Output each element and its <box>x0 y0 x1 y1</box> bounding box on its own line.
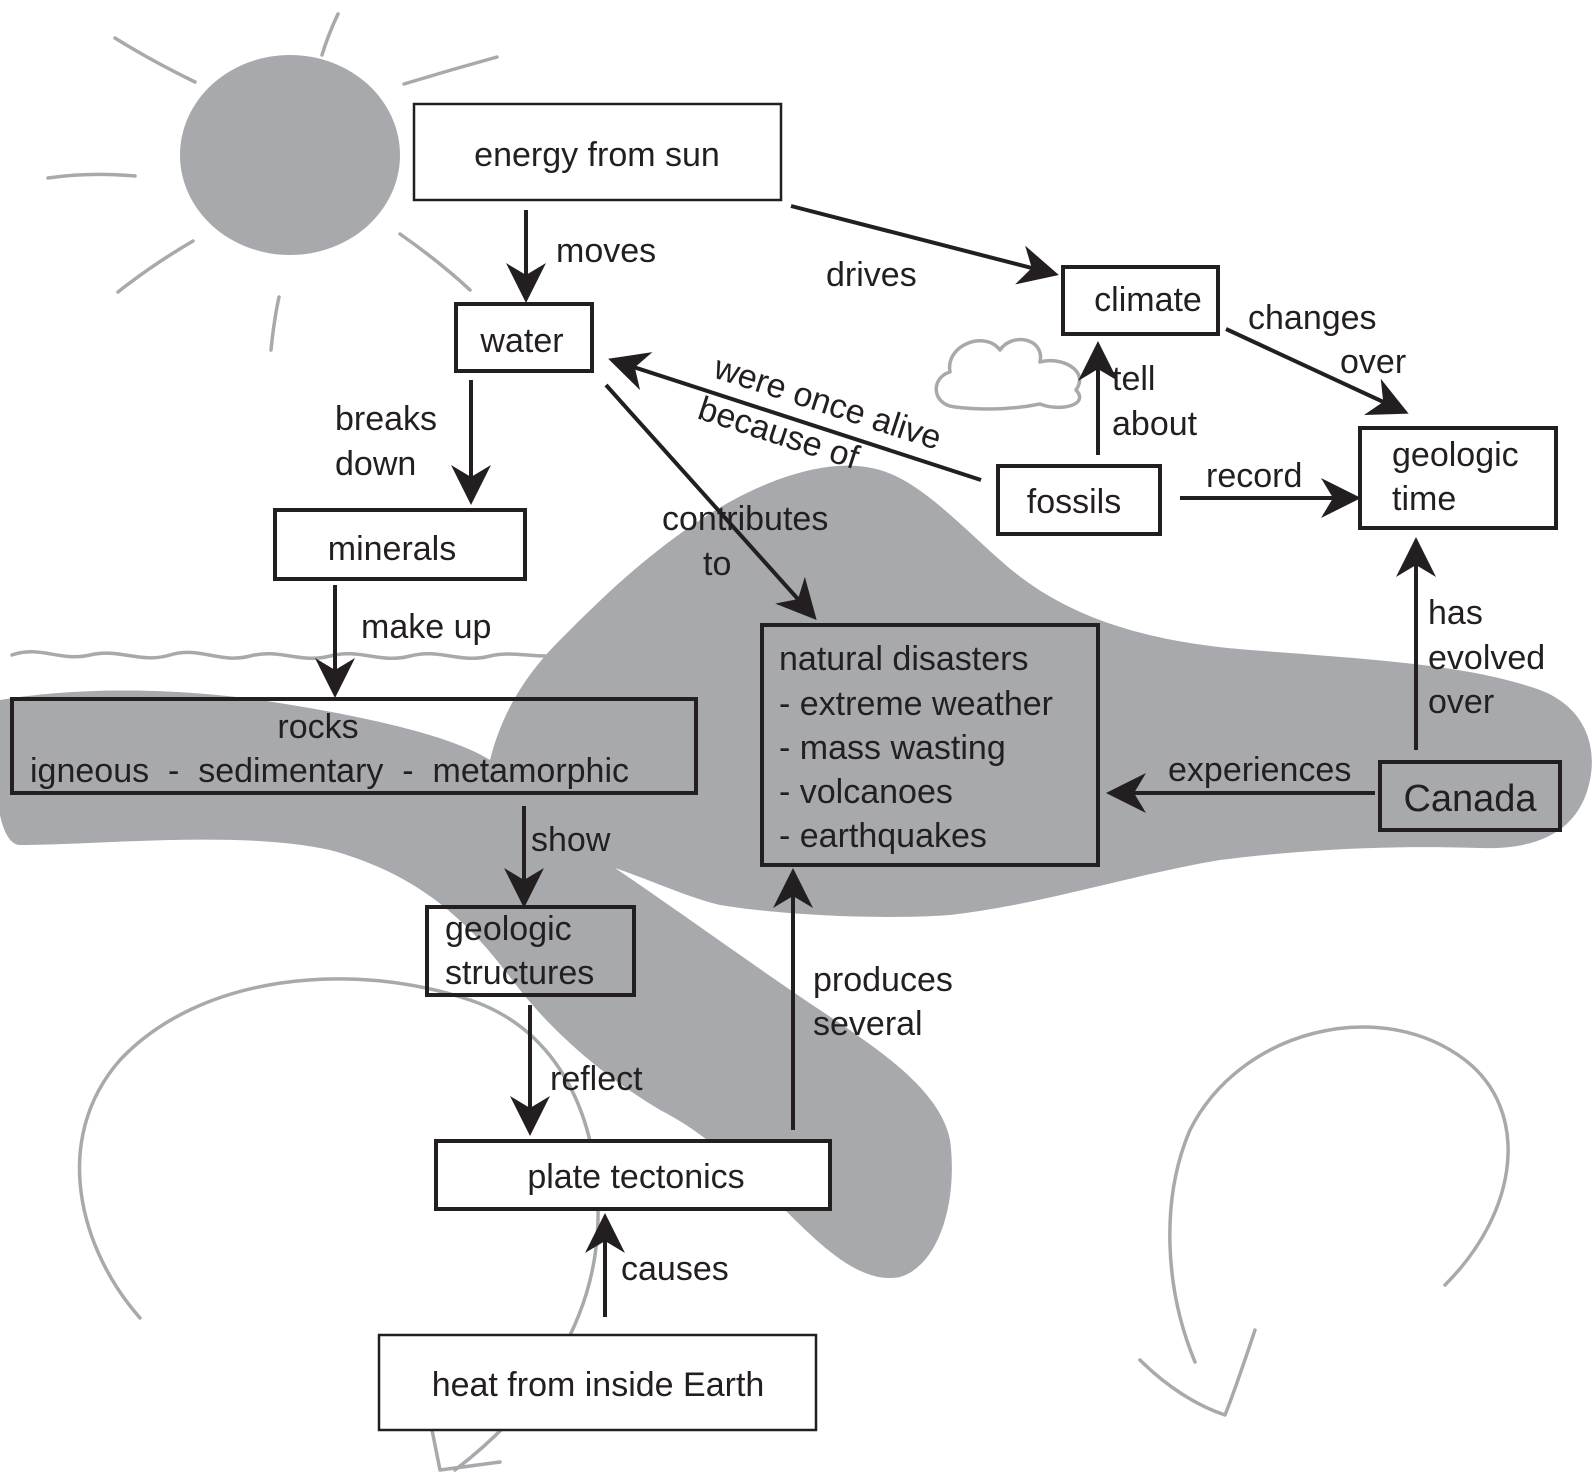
link-has-evolved-over-line2: evolved <box>1428 639 1545 677</box>
node-energy-from-sun: energy from sun <box>474 136 720 174</box>
sun-ray <box>269 295 281 352</box>
sun-ray <box>398 232 472 292</box>
link-changes-over-line1: changes <box>1248 299 1377 337</box>
link-produces-several-line1: produces <box>813 961 953 999</box>
cloud-icon <box>934 337 1082 411</box>
link-moves: moves <box>556 232 656 270</box>
water-box <box>454 302 594 373</box>
node-natural-disasters-item: - volcanoes <box>779 773 953 811</box>
plate-tectonics-box <box>434 1139 832 1211</box>
node-canada: Canada <box>1403 778 1537 820</box>
arrow-fossils-to-water <box>608 352 982 482</box>
link-drives: drives <box>826 256 917 294</box>
energy-from-sun-box <box>412 102 783 202</box>
sun-ray <box>46 172 137 180</box>
link-experiences: experiences <box>1168 751 1351 789</box>
link-show: show <box>531 821 611 859</box>
sun-ray <box>113 36 197 84</box>
convection-arrowhead-left <box>428 1418 502 1472</box>
canada-box <box>1378 760 1562 832</box>
natural-disasters-box <box>760 623 1100 867</box>
node-natural-disasters-item: - extreme weather <box>779 685 1053 723</box>
link-contributes-to-line2: to <box>703 545 731 583</box>
node-geologic-structures-line2: structures <box>445 954 594 992</box>
link-contributes-to-line1: contributes <box>662 500 828 538</box>
node-natural-disasters-title: natural disasters <box>779 640 1028 678</box>
node-geologic-time-line2: time <box>1392 480 1456 518</box>
sun-ray <box>402 55 499 86</box>
arrow-energy-to-climate <box>790 204 1059 285</box>
fossils-box <box>996 464 1162 536</box>
link-has-evolved-over-line1: has <box>1428 594 1483 632</box>
sun-ray <box>116 239 195 294</box>
node-geologic-structures-line1: geologic <box>445 910 572 948</box>
arrow-climate-to-geologic-time <box>1225 327 1409 416</box>
node-natural-disasters-item: - earthquakes <box>779 817 987 855</box>
node-rocks-types: igneous - sedimentary - metamorphic <box>30 752 629 790</box>
sun-illustration <box>46 12 499 352</box>
node-minerals: minerals <box>328 530 456 568</box>
convection-arrow-right <box>1168 1025 1510 1364</box>
sun-icon <box>180 55 400 255</box>
rocks-box <box>10 697 698 795</box>
link-breaks-down-line1: breaks <box>335 400 437 438</box>
link-tell-about-line2: about <box>1112 405 1198 443</box>
heat-from-inside-earth-box <box>377 1333 818 1432</box>
node-climate: climate <box>1094 281 1202 319</box>
link-record: record <box>1206 457 1302 495</box>
link-produces-several-line2: several <box>813 1005 923 1043</box>
convection-arrowhead-right <box>1138 1328 1257 1417</box>
node-rocks-title: rocks <box>277 708 358 746</box>
link-has-evolved-over-line3: over <box>1428 683 1494 721</box>
link-causes: causes <box>621 1250 729 1288</box>
link-changes-over-line2: over <box>1340 343 1406 381</box>
node-water: water <box>479 322 563 360</box>
node-plate-tectonics: plate tectonics <box>527 1158 744 1196</box>
link-make-up: make up <box>361 608 491 646</box>
arrow-water-to-natural-disasters <box>604 383 817 620</box>
link-tell-about-line1: tell <box>1112 360 1155 398</box>
link-reflect: reflect <box>550 1060 643 1098</box>
wavy-ground-line <box>10 650 562 661</box>
sun-ray <box>320 12 340 57</box>
node-natural-disasters-item: - mass wasting <box>779 729 1006 767</box>
climate-box <box>1061 265 1220 336</box>
node-heat-from-inside-earth: heat from inside Earth <box>432 1366 765 1404</box>
minerals-box <box>273 508 527 581</box>
convection-arrow-left <box>77 977 600 1472</box>
node-geologic-time-line1: geologic <box>1392 436 1519 474</box>
link-breaks-down-line2: down <box>335 445 416 483</box>
node-fossils: fossils <box>1027 483 1121 521</box>
